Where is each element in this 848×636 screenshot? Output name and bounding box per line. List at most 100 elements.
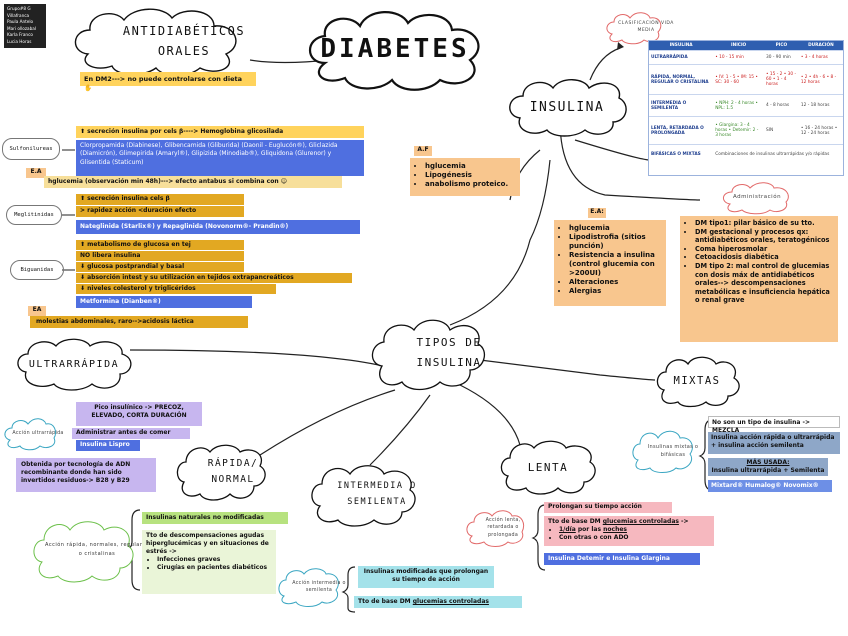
- intermedia-item2-underline: glucemias controladas: [412, 598, 489, 605]
- ultrarrapida-item2: Administrar antes de comer: [72, 428, 190, 439]
- af-item: hglucemia: [425, 162, 516, 171]
- ea-item: Resistencia a insulina (control glucemia…: [569, 251, 662, 278]
- table-header: INSULINA: [649, 41, 714, 51]
- admin-item: DM gestacional y procesos qx: antidiabét…: [695, 228, 834, 245]
- lenta-action-label: Acción lenta, retardada o prolongada: [485, 517, 521, 538]
- rapida-bullet: Cirugías en pacientes diabéticos: [157, 564, 272, 572]
- ea-item: Lipodistrofia (sitios punción): [569, 233, 662, 251]
- rapida-action-cloud: Acción rápida, normales, regulares o cri…: [30, 518, 148, 583]
- antidiabeticos-note-text: En DM2---> no puede controlarse con diet…: [84, 75, 242, 83]
- insulina-title: INSULINA: [529, 99, 605, 115]
- meglitinidas-drugs: Nateglinida (Starlix®) y Repaglinida (No…: [76, 220, 360, 234]
- arrow-up-icon: ⬆: [80, 195, 86, 202]
- mixtas-title: MIXTAS: [673, 375, 721, 387]
- author-line: Mari ollozabal: [7, 25, 36, 31]
- ultrarrapida-cloud: ULTRARRÁPIDA: [14, 338, 134, 391]
- admin-item: Cetoacidosis diabética: [695, 253, 834, 262]
- author-line: Lucia Horas: [7, 38, 32, 44]
- arrow-up-icon: ⬆: [80, 241, 86, 248]
- admin-item: DM tipo1: pilar básico de su tto.: [695, 219, 834, 228]
- ultrarrapida-item4: Obtenida por tecnología de ADN recombina…: [16, 458, 156, 492]
- table-cell: RÁPIDA, NORMAL, REGULAR O CRISTALINA: [649, 64, 714, 95]
- biguanidas-label: Biguanidas: [10, 260, 64, 280]
- sulfonilureas-drugs: Clorpropamida (Diabinese), Glibencamida …: [76, 140, 364, 176]
- af-item: Lipogénesis: [425, 171, 516, 180]
- table-caption: CLASIFICACIÓN VIDA MEDIA: [618, 21, 674, 33]
- af-item: anabolismo proteico.: [425, 180, 516, 189]
- ultrarrapida-item1: Pico insulínico -> PRECOZ, ELEVADO, CORT…: [76, 402, 202, 426]
- biguanidas-ea-tag: EA: [28, 306, 46, 316]
- mixtas-item2: Insulina acción rápida o ultrarrápida + …: [708, 432, 840, 454]
- insulina-cloud: INSULINA: [505, 78, 629, 137]
- biguanidas-item4: ⬇ absorción intest y su utilización en t…: [76, 273, 352, 283]
- ea-box: hglucemia Lipodistrofia (sitios punción)…: [554, 220, 666, 306]
- ea-item: hglucemia: [569, 224, 662, 233]
- ea-item: Alergias: [569, 287, 662, 296]
- authors-note: Grupo#8 G Villafranca Paula Antelo Mari …: [4, 4, 46, 48]
- table-cell: • IV: 1 - 5 • IM: 15 • SC: 30 - 60: [713, 64, 765, 95]
- lenta-item2-box: Tto de base DM glucemias controladas -> …: [544, 516, 714, 546]
- table-cell: INTERMEDIA O SEMILENTA: [649, 94, 714, 117]
- table-cell: 12 - 18 horas: [798, 94, 843, 117]
- ultrarrapida-item3: Insulina Lispro: [76, 440, 140, 451]
- table-cell: 30 - 90 min: [764, 50, 799, 65]
- mixtas-item1: No son un tipo de insulina -> MEZCLA: [708, 416, 840, 434]
- rapida-cloud: RÁPIDA/ NORMAL: [174, 444, 266, 501]
- lenta-item2-prefix: Tto de base DM: [548, 518, 601, 525]
- table-header: DURACIÓN: [798, 41, 843, 51]
- table-header: INICIO: [713, 41, 765, 51]
- sulfonilureas-mechanism: ⬆ secreción insulina por cels β----> Hem…: [76, 126, 364, 138]
- tipos-title: TIPOS DE INSULINA: [416, 336, 482, 369]
- lenta-cloud: LENTA: [498, 440, 598, 495]
- sulfonilureas-ea-tag: E.A: [26, 168, 46, 178]
- administracion-box: DM tipo1: pilar básico de su tto. DM ges…: [680, 216, 838, 342]
- biguanidas-drugs: Metformina (Dianben®): [76, 296, 252, 308]
- table-cell: 4 - 8 horas: [764, 94, 799, 117]
- insulin-table: INSULINA INICIO PICO DURACIÓN ULTRARRÁPI…: [648, 40, 844, 176]
- diabetes-cloud: DIABETES: [300, 8, 490, 91]
- rapida-bullet: Infecciones graves: [157, 556, 272, 564]
- antidiabeticos-title: ANTIDIABÉTICOS ORALES: [122, 24, 246, 58]
- biguanidas-item1: ⬆ metabolismo de glucosa en tej: [76, 240, 244, 250]
- biguanidas-item4-text: absorción intest y su utilización en tej…: [87, 274, 294, 281]
- table-cell: SIN: [764, 116, 799, 145]
- af-box: hglucemia Lipogénesis anabolismo proteic…: [410, 158, 520, 196]
- administracion-label: Administración: [732, 194, 782, 200]
- sulfonilureas-ea-text: hglucemia (observación min 48h)---> efec…: [48, 178, 279, 185]
- lenta-item1: Prolongan su tiempo acción: [544, 502, 672, 513]
- af-tag: A.F: [414, 146, 432, 156]
- table-cell: Combinaciones de insulinas ultrarrápidas…: [713, 144, 843, 165]
- lenta-bullet: 1/día por las noches: [559, 526, 710, 534]
- rapida-item1: Insulinas naturales no modificadas: [142, 512, 288, 524]
- rapida-title: RÁPIDA/ NORMAL: [207, 458, 259, 485]
- table-cell: • 15 - 2 • 30 - 60 • 1 - 4 horas: [764, 64, 799, 95]
- biguanidas-ea: molestias abdominales, raro-->acidosis l…: [30, 316, 248, 328]
- admin-item: Coma hiperosmolar: [695, 245, 834, 254]
- sulfonilureas-label: Sulfonilureas: [2, 138, 60, 160]
- clasificacion-cloud: CLASIFICACIÓN VIDA MEDIA: [604, 10, 673, 45]
- rapida-action-label: Acción rápida, normales, regulares o cri…: [45, 542, 149, 557]
- arrow-up-icon: ⬆: [80, 128, 86, 135]
- meglitinidas-label: Meglitinidas: [6, 205, 62, 225]
- administracion-cloud: Administración: [720, 180, 794, 215]
- meglitinidas-item1: ⬆ secreción insulina cels β: [76, 194, 244, 205]
- intermedia-item2-prefix: Tto de base DM: [358, 598, 411, 605]
- lenta-bullet1-b: por las: [577, 526, 602, 533]
- lenta-bullet: Con otras o con ADO: [559, 534, 710, 542]
- table-cell: • 16 - 24 horas • 12 - 24 horas: [798, 116, 843, 145]
- intermedia-title: INTERMEDIA O SEMILENTA: [337, 481, 417, 507]
- biguanidas-item2: NO libera insulina: [76, 251, 244, 261]
- mixtas-action-label: Insulinas mixtas o bifásicas: [647, 443, 699, 459]
- intermedia-cloud: INTERMEDIA O SEMILENTA: [308, 462, 418, 527]
- tipos-cloud: TIPOS DE INSULINA: [368, 316, 486, 391]
- main-title: DIABETES: [320, 34, 470, 64]
- table-cell: BIFÁSICAS O MIXTAS: [649, 144, 714, 165]
- table-cell: • NPH: 2 - 4 horas • NPL: 1.5: [713, 94, 765, 117]
- admin-item: DM tipo 2: mal control de glucemias con …: [695, 262, 834, 305]
- mixtas-item3-box: MÁS USADA: Insulina ultrarrápida + Semil…: [708, 458, 828, 476]
- table-header: PICO: [764, 41, 799, 51]
- ea-item: Alteraciones: [569, 278, 662, 287]
- antidiabeticos-cloud: ANTIDIABÉTICOS ORALES: [68, 6, 244, 77]
- lenta-title: LENTA: [527, 460, 569, 474]
- intermedia-item2: Tto de base DM glucemias controladas: [354, 596, 522, 608]
